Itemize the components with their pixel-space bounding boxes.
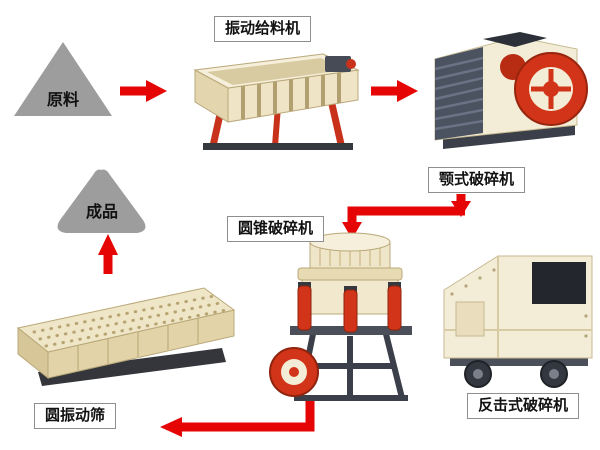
label-vibrating-screen: 圆振动筛: [34, 403, 117, 429]
label-vibrating-feeder: 振动给料机: [214, 16, 312, 42]
connector-crushers-to-screen: [160, 396, 315, 437]
arrow-raw-to-feeder: [120, 80, 167, 102]
finished-product-shape: [57, 169, 146, 233]
label-cone-crusher: 圆锥破碎机: [227, 216, 325, 242]
finished-product-label: 成品: [85, 204, 118, 221]
connector-jaw-to-cone: [342, 206, 465, 239]
vibrating-screen-illustration: [8, 272, 243, 407]
raw-material-label: 原料: [46, 92, 79, 109]
arrow-screen-to-product: [98, 234, 118, 274]
label-impact-crusher: 反击式破碎机: [467, 393, 580, 419]
cone-crusher-illustration: [268, 226, 433, 406]
raw-material-triangle: [14, 42, 112, 116]
jaw-crusher-illustration: [425, 25, 600, 170]
arrow-feeder-to-jaw: [371, 80, 418, 102]
impact-crusher-illustration: [436, 246, 600, 394]
vibrating-feeder-illustration: [183, 48, 368, 158]
label-jaw-crusher: 颚式破碎机: [428, 167, 526, 193]
